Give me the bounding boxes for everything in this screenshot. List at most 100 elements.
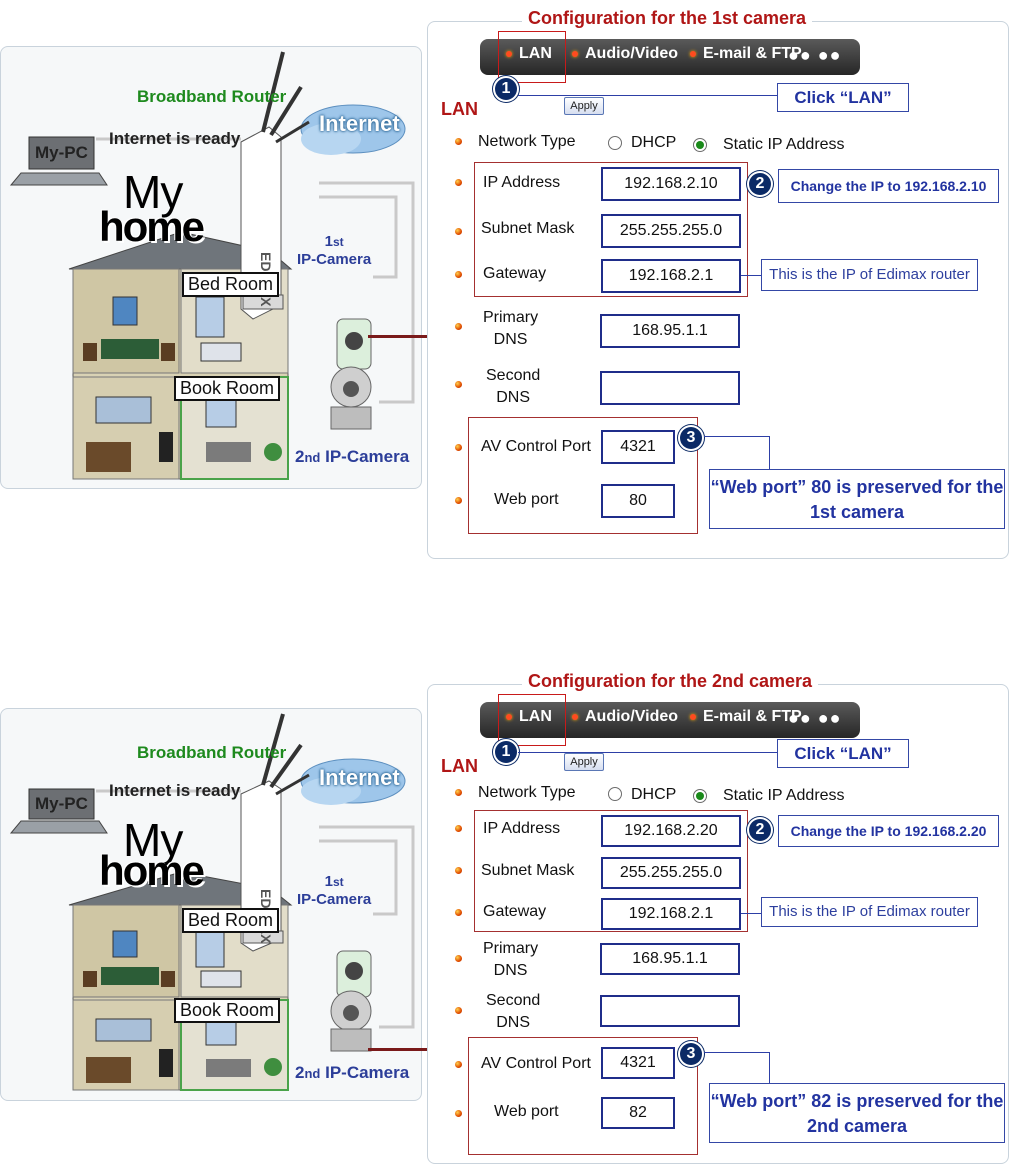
primary-dns-input[interactable]: 168.95.1.1 <box>600 314 740 348</box>
bullet-icon <box>455 955 462 962</box>
bullet-icon <box>506 50 512 57</box>
network-type-label: Network Type <box>478 784 576 801</box>
static-ip-radio[interactable] <box>693 789 707 803</box>
settings-tab-bar: LAN Audio/Video E-mail & FTP ●● ●● <box>480 39 860 75</box>
bullet-icon <box>455 497 462 504</box>
click-lan-callout: Click “LAN” <box>777 739 909 768</box>
bullet-icon <box>455 444 462 451</box>
camera-1-label: 1st IP-Camera <box>297 873 372 908</box>
home-label: home <box>99 203 205 250</box>
config-title: Configuration for the 2nd camera <box>522 671 819 692</box>
dhcp-label: DHCP <box>631 786 677 803</box>
connector-line <box>741 275 761 276</box>
bullet-icon <box>455 271 462 278</box>
apply-button[interactable]: Apply <box>564 753 604 771</box>
camera-config-form: Configuration for the 2nd camera LAN Aud… <box>427 671 1009 1164</box>
my-pc-label: My-PC <box>35 143 88 162</box>
tab-lan[interactable]: LAN <box>506 45 552 63</box>
connector-line <box>769 1052 770 1084</box>
click-lan-callout: Click “LAN” <box>777 83 909 112</box>
av-control-port-input[interactable]: 4321 <box>601 430 675 464</box>
static-ip-label: Static IP Address <box>723 136 845 153</box>
gateway-note-callout: This is the IP of Edimax router <box>761 259 978 291</box>
connector-line <box>518 95 777 96</box>
dhcp-radio[interactable] <box>608 787 622 801</box>
bullet-icon <box>506 713 512 720</box>
config-title: Configuration for the 1st camera <box>522 8 813 29</box>
connector-line <box>741 913 761 914</box>
av-control-port-input[interactable]: 4321 <box>601 1047 675 1079</box>
bullet-icon <box>455 1061 462 1068</box>
more-dots-icon[interactable]: ●● ●● <box>788 45 842 65</box>
camera-2-label: 2nd IP-Camera <box>295 447 410 466</box>
bullet-icon <box>455 1007 462 1014</box>
gateway-input[interactable]: 192.168.2.1 <box>601 898 741 930</box>
tab-email-ftp[interactable]: E-mail & FTP <box>690 708 802 726</box>
port-settings-group <box>468 1037 698 1155</box>
static-ip-radio[interactable] <box>693 138 707 152</box>
tab-audio-video[interactable]: Audio/Video <box>572 45 678 63</box>
bullet-icon <box>690 713 696 720</box>
bullet-icon <box>455 1110 462 1117</box>
internet-ready-label: Internet is ready <box>109 781 241 800</box>
primary-dns-input[interactable]: 168.95.1.1 <box>600 943 740 975</box>
network-type-label: Network Type <box>478 133 576 150</box>
home-network-illustration: EDIMAX Broadband Router Internet is read… <box>0 46 422 489</box>
bullet-icon <box>455 323 462 330</box>
apply-button[interactable]: Apply <box>564 97 604 115</box>
ip-address-input[interactable]: 192.168.2.20 <box>601 815 741 847</box>
router-label: Broadband Router <box>137 87 287 106</box>
home-network-illustration: EDIMAX Broadband Router Internet is read… <box>0 708 422 1101</box>
step-1-marker: 1 <box>495 78 517 100</box>
internet-cloud-label: Internet <box>319 765 400 790</box>
web-port-callout: “Web port” 82 is preserved for the 2nd c… <box>709 1083 1005 1143</box>
camera-config-form: Configuration for the 1st camera LAN Aud… <box>427 8 1009 559</box>
bullet-icon <box>455 381 462 388</box>
change-ip-callout: Change the IP to 192.168.2.20 <box>778 815 999 847</box>
more-dots-icon[interactable]: ●● ●● <box>788 708 842 728</box>
house-drawing: EDIMAX <box>9 51 415 480</box>
subnet-mask-input[interactable]: 255.255.255.0 <box>601 214 741 248</box>
home-label: home <box>99 847 205 894</box>
ip-address-input[interactable]: 192.168.2.10 <box>601 167 741 201</box>
bullet-icon <box>455 789 462 796</box>
bed-room-label: Bed Room <box>182 908 280 933</box>
tab-lan[interactable]: LAN <box>506 708 552 726</box>
tab-audio-video[interactable]: Audio/Video <box>572 708 678 726</box>
lan-heading: LAN <box>441 756 478 776</box>
step-1-marker: 1 <box>495 741 517 763</box>
second-dns-input[interactable] <box>600 995 740 1027</box>
my-pc-label: My-PC <box>35 794 88 813</box>
subnet-mask-label: Subnet Mask <box>481 220 575 237</box>
gateway-input[interactable]: 192.168.2.1 <box>601 259 741 293</box>
bullet-icon <box>455 825 462 832</box>
internet-cloud-label: Internet <box>319 111 400 136</box>
dhcp-radio[interactable] <box>608 136 622 150</box>
connector-line <box>704 436 770 437</box>
gateway-label: Gateway <box>483 265 547 282</box>
second-dns-input[interactable] <box>600 371 740 405</box>
lan-tab-highlight <box>498 31 566 83</box>
web-port-input[interactable]: 82 <box>601 1097 675 1129</box>
connector-line <box>704 1052 770 1053</box>
tab-email-ftp[interactable]: E-mail & FTP <box>690 45 802 63</box>
book-room-label: Book Room <box>174 998 281 1023</box>
bullet-icon <box>455 909 462 916</box>
static-ip-label: Static IP Address <box>723 787 845 804</box>
camera-2-panel: EDIMAX Broadband Router Internet is read… <box>0 662 1009 1164</box>
av-control-port-label: AV Control Port <box>481 1055 591 1072</box>
ip-address-label: IP Address <box>483 174 561 191</box>
step-3-marker: 3 <box>680 1043 702 1065</box>
step-2-marker: 2 <box>749 819 771 841</box>
bullet-icon <box>455 867 462 874</box>
pointer-arrow <box>368 335 434 338</box>
subnet-mask-input[interactable]: 255.255.255.0 <box>601 857 741 889</box>
bullet-icon <box>572 713 578 720</box>
ip-settings-group <box>474 810 748 932</box>
web-port-input[interactable]: 80 <box>601 484 675 518</box>
bullet-icon <box>572 50 578 57</box>
